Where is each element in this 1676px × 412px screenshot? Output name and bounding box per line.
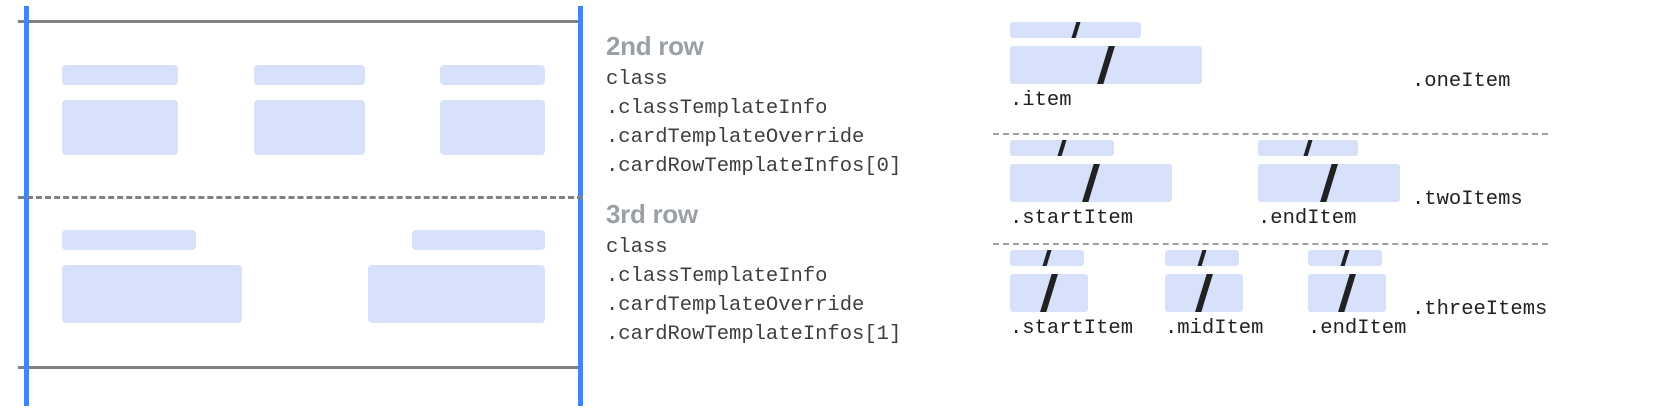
card-preview-panel — [0, 0, 595, 412]
row-title: 3rd row — [606, 199, 698, 229]
slash-icon — [1197, 250, 1207, 266]
item-head-slot — [1308, 250, 1382, 266]
item-body-slot — [1010, 164, 1172, 202]
code-line: class — [606, 68, 668, 91]
item-caption: .endItem — [1258, 207, 1357, 230]
item-caption: .startItem — [1010, 207, 1134, 230]
row2-col1-body-placeholder — [62, 100, 178, 155]
variant-label: .oneItem — [1412, 70, 1511, 93]
slash-icon — [1070, 22, 1081, 38]
item-slot-group: .startItem — [1010, 250, 1133, 340]
code-line: .cardTemplateOverride — [606, 126, 865, 149]
slash-icon — [1194, 274, 1214, 312]
card-top-boundary-line — [18, 20, 583, 23]
item-body-slot — [1010, 274, 1088, 312]
item-slot-group: .endItem — [1308, 250, 1406, 340]
item-slot-group: .midItem — [1165, 250, 1263, 340]
item-body-slot — [1010, 46, 1202, 84]
item-body-slot — [1165, 274, 1243, 312]
card-right-edge-rail — [578, 6, 583, 406]
code-line: .cardRowTemplateInfos[1] — [606, 323, 902, 346]
card-left-edge-rail — [24, 6, 29, 406]
item-slot-group: .item — [1010, 22, 1202, 112]
code-line: .classTemplateInfo — [606, 97, 828, 120]
variant-one-item: .item .oneItem — [985, 22, 1676, 134]
slash-icon — [1096, 46, 1116, 84]
item-slot-group: .startItem — [1010, 140, 1172, 230]
row2-col3-body-placeholder — [440, 100, 545, 155]
variant-label: .threeItems — [1412, 298, 1548, 321]
slash-icon — [1340, 250, 1350, 266]
row3-col1-label-placeholder — [62, 230, 196, 250]
item-head-slot — [1258, 140, 1358, 156]
row3-col2-body-placeholder — [368, 265, 545, 323]
item-caption: .startItem — [1010, 317, 1134, 340]
variant-three-items: .startItem .midItem .endItem — [985, 250, 1676, 360]
item-head-slot — [1165, 250, 1239, 266]
item-body-slot — [1308, 274, 1386, 312]
item-caption: .midItem — [1165, 317, 1264, 340]
row-description-2nd-row: 2nd row class .classTemplateInfo .cardTe… — [606, 30, 901, 181]
code-line: class — [606, 236, 668, 259]
item-variants-panel: .item .oneItem .startItem — [985, 0, 1676, 412]
item-head-slot — [1010, 250, 1084, 266]
item-body-slot — [1258, 164, 1400, 202]
item-caption: .item — [1010, 89, 1072, 112]
variant-two-items: .startItem .endItem .twoItems — [985, 140, 1676, 248]
slash-icon — [1039, 274, 1059, 312]
card-bottom-boundary-line — [18, 366, 583, 369]
row-description-3rd-row: 3rd row class .classTemplateInfo .cardTe… — [606, 198, 901, 349]
slash-icon — [1057, 140, 1067, 156]
variant-separator-dashed-line — [993, 133, 1548, 135]
slash-icon — [1081, 164, 1101, 202]
code-line: .cardTemplateOverride — [606, 294, 865, 317]
variant-separator-dashed-line — [993, 243, 1548, 245]
row3-col2-label-placeholder — [412, 230, 545, 250]
row3-col1-body-placeholder — [62, 265, 242, 323]
row-descriptions-panel: 2nd row class .classTemplateInfo .cardTe… — [600, 0, 1000, 412]
item-caption: .endItem — [1308, 317, 1407, 340]
item-head-slot — [1010, 140, 1114, 156]
item-slot-group: .endItem — [1258, 140, 1400, 230]
slash-icon — [1303, 140, 1313, 156]
variant-label: .twoItems — [1412, 188, 1523, 211]
code-line: .cardRowTemplateInfos[0] — [606, 155, 902, 178]
code-line: .classTemplateInfo — [606, 265, 828, 288]
row2-col3-label-placeholder — [440, 65, 545, 85]
slash-icon — [1337, 274, 1357, 312]
slash-icon — [1042, 250, 1052, 266]
item-head-slot — [1010, 22, 1141, 38]
row2-col2-body-placeholder — [254, 100, 365, 155]
row2-col1-label-placeholder — [62, 65, 178, 85]
row-title: 2nd row — [606, 31, 704, 61]
slash-icon — [1319, 164, 1339, 202]
row-divider-dashed-line — [18, 196, 583, 199]
row2-col2-label-placeholder — [254, 65, 365, 85]
